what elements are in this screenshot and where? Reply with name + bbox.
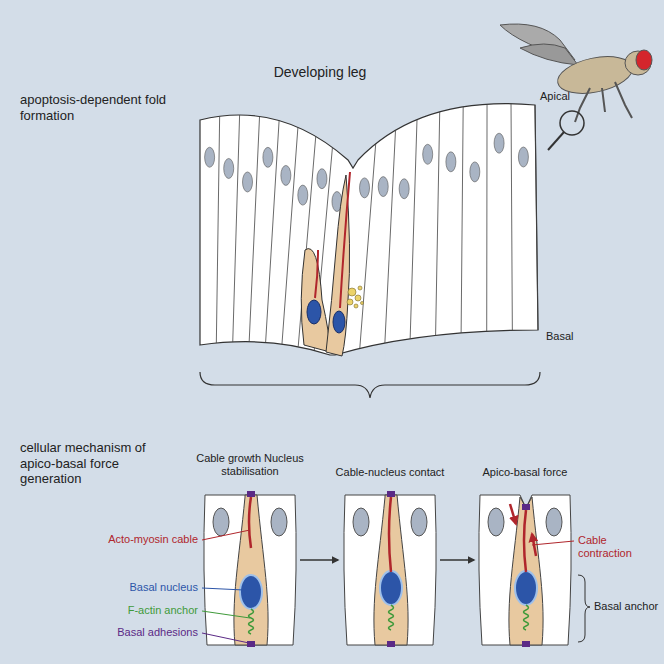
cell-panel: [204, 491, 296, 647]
section-heading: apoptosis-dependent fold formation: [20, 92, 170, 123]
step-title: Apico-basal force: [483, 466, 568, 479]
part-label: Basal nucleus: [130, 581, 199, 594]
step-title: Cable growth Nucleus stabilisation: [191, 452, 309, 478]
step-arrow: [300, 559, 338, 561]
cell-panel: [344, 491, 436, 647]
leg-tissue: [200, 104, 538, 356]
side-label: Basal: [546, 330, 574, 343]
part-label: Cable contraction: [578, 534, 658, 560]
figure-title: Developing leg: [220, 64, 420, 81]
bracket: [200, 372, 540, 398]
part-label: Basal anchor: [594, 600, 658, 613]
part-label: Acto-myosin cable: [108, 533, 198, 546]
part-label: Basal adhesions: [117, 626, 198, 639]
step-arrow: [440, 559, 474, 561]
side-label: Apical: [540, 90, 570, 103]
step-title: Cable-nucleus contact: [336, 466, 445, 479]
cell-panel: [479, 495, 571, 647]
leader-lines: [202, 530, 590, 643]
section-heading: cellular mechanism of apico-basal force …: [20, 440, 155, 487]
part-label: F-actin anchor: [128, 604, 198, 617]
